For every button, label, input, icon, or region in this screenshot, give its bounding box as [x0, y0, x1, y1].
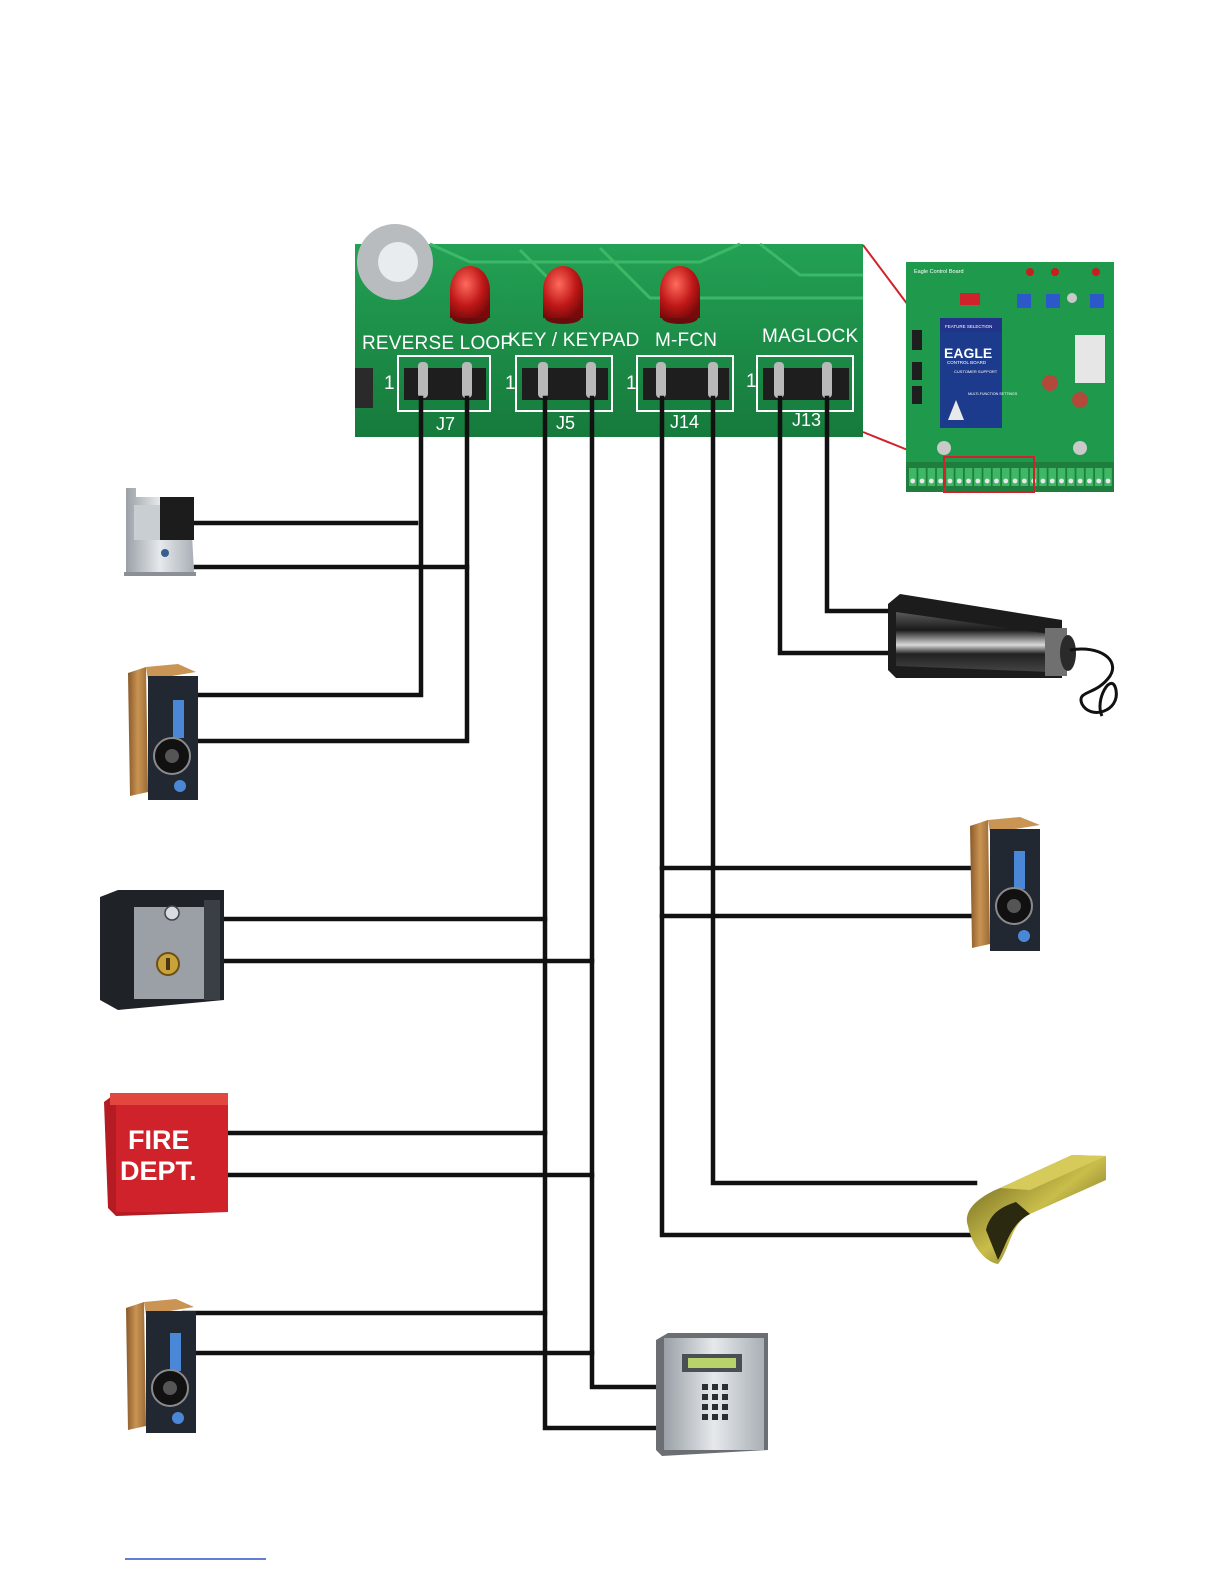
led-icon — [1092, 268, 1100, 276]
connector-label-j5: J5 — [556, 413, 575, 433]
led-icon — [450, 266, 490, 324]
terminal-screw-icon — [1087, 479, 1092, 484]
header-label-m-fcn: M-FCN — [655, 330, 717, 351]
terminal-screw-icon — [920, 479, 925, 484]
pin-one-mark: 1 — [384, 373, 395, 394]
capacitor-icon — [1042, 375, 1058, 391]
header-icon — [912, 330, 922, 350]
feature-selection-heading: FEATURE SELECTION — [945, 324, 992, 329]
terminal-screw-icon — [948, 479, 953, 484]
wire-j7-pin1 — [196, 398, 421, 695]
led-icon — [660, 266, 700, 324]
header-icon — [912, 386, 922, 404]
pin-one-mark: 1 — [746, 371, 757, 392]
connector-label-j13: J13 — [792, 410, 821, 430]
photo-eye-icon — [124, 488, 196, 576]
control-board-title: Eagle Control Board — [914, 269, 964, 275]
maglock-icon — [888, 594, 1116, 716]
wire-j5-pin2 — [592, 398, 654, 1387]
mounting-hole-center — [378, 242, 418, 282]
wire-j7-pin2 — [196, 398, 467, 741]
fire-box-text-line1: FIRE — [128, 1125, 190, 1155]
terminal-screw-icon — [957, 479, 962, 484]
trimpot-icon — [1046, 294, 1060, 308]
safety-edge-icon — [967, 1155, 1106, 1264]
pin-one-mark: 1 — [505, 373, 516, 394]
terminal-screw-icon — [929, 479, 934, 484]
led-icon — [1051, 268, 1059, 276]
header-icon — [912, 362, 922, 380]
terminal-screw-icon — [1022, 479, 1027, 484]
led-icon — [1026, 268, 1034, 276]
fire-box-text-line2: DEPT. — [120, 1156, 197, 1186]
terminal-screw-icon — [975, 479, 980, 484]
loop-detector-icon — [128, 664, 198, 800]
board-closeup: REVERSE LOOP KEY / KEYPAD M-FCN MAGLOCK … — [355, 224, 863, 437]
screw-icon — [1073, 441, 1087, 455]
terminal-screw-icon — [938, 479, 943, 484]
terminal-screw-icon — [910, 479, 915, 484]
header-label-maglock: MAGLOCK — [762, 326, 859, 347]
wire-j14-pin1 — [662, 398, 971, 1235]
terminal-screw-icon — [1078, 479, 1083, 484]
terminal-screw-icon — [1041, 479, 1046, 484]
dip-switch-icon — [960, 293, 980, 305]
terminal-screw-icon — [1059, 479, 1064, 484]
loop-detector-icon — [970, 817, 1040, 951]
terminal-screw-icon — [985, 479, 990, 484]
terminal-screw-icon — [1096, 479, 1101, 484]
terminal-screw-icon — [966, 479, 971, 484]
header-label-key-keypad: KEY / KEYPAD — [508, 330, 640, 351]
trimpot-icon — [1017, 294, 1031, 308]
screw-icon — [937, 441, 951, 455]
wire-j14-pin2 — [713, 398, 975, 1183]
capacitor-icon — [1072, 392, 1088, 408]
multi-function-settings: MULTI-FUNCTION SETTINGS — [968, 392, 1018, 396]
fire-box-icon: FIRE DEPT. — [104, 1093, 228, 1216]
wire-j5-pin1 — [545, 398, 654, 1428]
trimpot-icon — [1090, 294, 1104, 308]
terminal-screw-icon — [1003, 479, 1008, 484]
keypad-icon — [656, 1333, 768, 1456]
pin-one-mark: 1 — [626, 373, 637, 394]
eagle-brand: EAGLE — [944, 345, 992, 361]
control-board: Eagle Control Board FEATURE SELECTION EA… — [906, 262, 1114, 492]
screw-icon — [1067, 293, 1077, 303]
relay-icon — [1075, 335, 1105, 383]
eagle-subtitle: CONTROL BOARD — [947, 360, 987, 365]
partial-header — [355, 368, 373, 408]
terminal-screw-icon — [1013, 479, 1018, 484]
terminal-screw-icon — [1068, 479, 1073, 484]
loop-detector-icon — [126, 1299, 196, 1433]
customer-support: CUSTOMER SUPPORT — [954, 369, 998, 374]
header-label-reverse-loop: REVERSE LOOP — [362, 333, 513, 354]
connector-label-j7: J7 — [436, 414, 455, 434]
key-switch-icon — [100, 890, 224, 1010]
connector-label-j14: J14 — [670, 412, 699, 432]
wires — [184, 398, 975, 1428]
terminal-screw-icon — [994, 479, 999, 484]
led-icon — [543, 266, 583, 324]
terminal-screw-icon — [1050, 479, 1055, 484]
terminal-screw-icon — [1106, 479, 1111, 484]
